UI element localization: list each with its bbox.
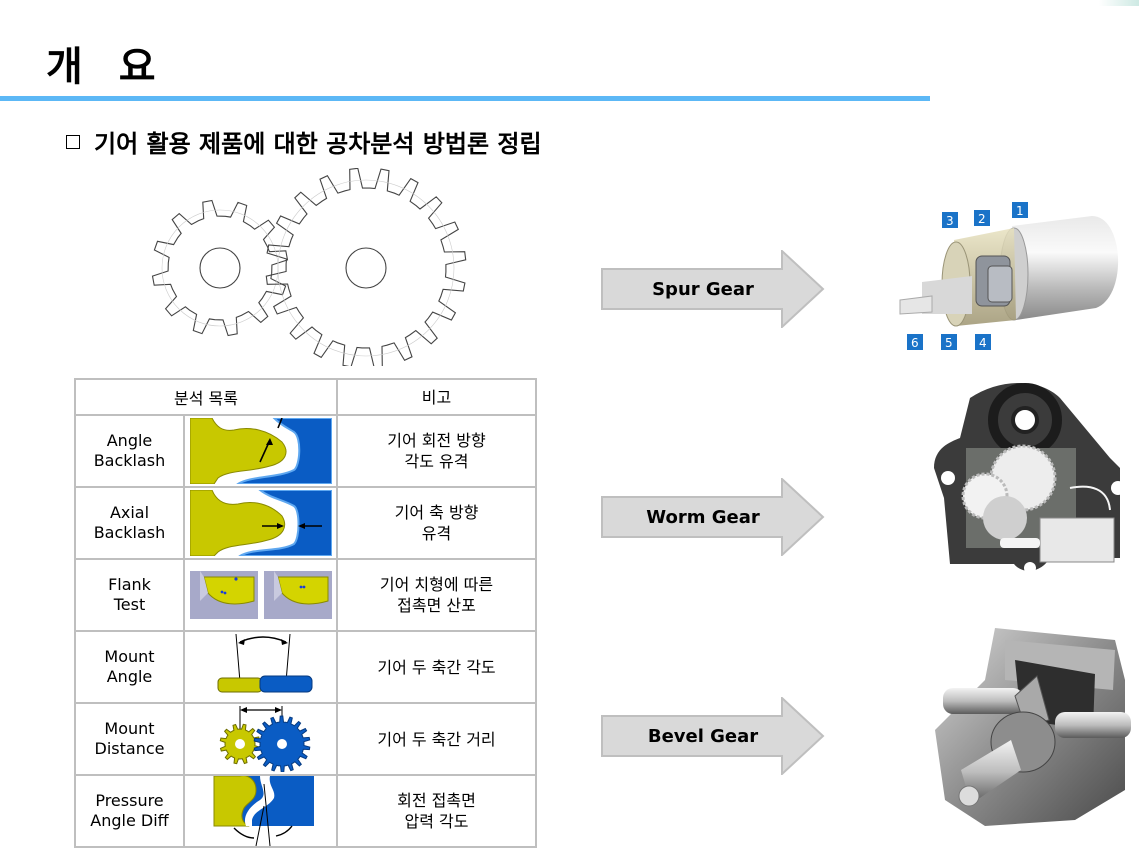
analysis-note: 기어 두 축간 거리 [336,702,537,776]
worm-gear-actuator-photo [934,383,1125,574]
worm-gear-label: Worm Gear [646,506,760,528]
mount-angle-diagram [183,630,338,704]
flank-test-diagram [183,558,338,632]
analysis-note: 기어 두 축간 각도 [336,630,537,704]
table-header-row: 분석 목록 비고 [74,378,537,416]
bevel-gear-label: Bevel Gear [647,725,759,747]
bevel-gearbox-photo [935,628,1131,826]
callout-4: 4 [979,336,987,350]
column-header-analysis-list: 분석 목록 [74,378,338,416]
square-bullet-icon [66,134,80,149]
worm-gear-arrow: Worm Gear [601,478,825,556]
small-gear-outline [151,199,289,337]
corner-decoration [1099,0,1139,6]
callout-1: 1 [1016,204,1024,218]
planetary-gearmotor-photo: 1 2 3 4 5 6 [899,202,1119,350]
section-heading-text: 기어 활용 제품에 대한 공차분석 방법론 정립 [94,130,542,158]
column-header-remarks: 비고 [336,378,537,416]
pressure-angle-diagram [183,774,338,848]
spur-gear-pair-drawing [151,168,467,366]
callout-5: 5 [945,336,953,350]
callout-6: 6 [911,336,919,350]
callout-2: 2 [978,212,986,226]
large-gear-outline [265,168,467,366]
page-title: 개 요 [46,44,160,90]
title-underline [0,96,930,101]
callout-3: 3 [946,214,954,228]
angle-backlash-diagram [183,414,338,488]
section-heading: 기어 활용 제품에 대한 공차분석 방법론 정립 [66,124,542,159]
spur-gear-arrow: Spur Gear [601,250,825,328]
axial-backlash-diagram [183,486,338,560]
spur-gear-label: Spur Gear [652,278,754,300]
callout-labels: 1 2 3 4 5 6 [907,202,1028,350]
mount-distance-diagram [183,702,338,776]
bevel-gear-arrow: Bevel Gear [601,697,825,775]
